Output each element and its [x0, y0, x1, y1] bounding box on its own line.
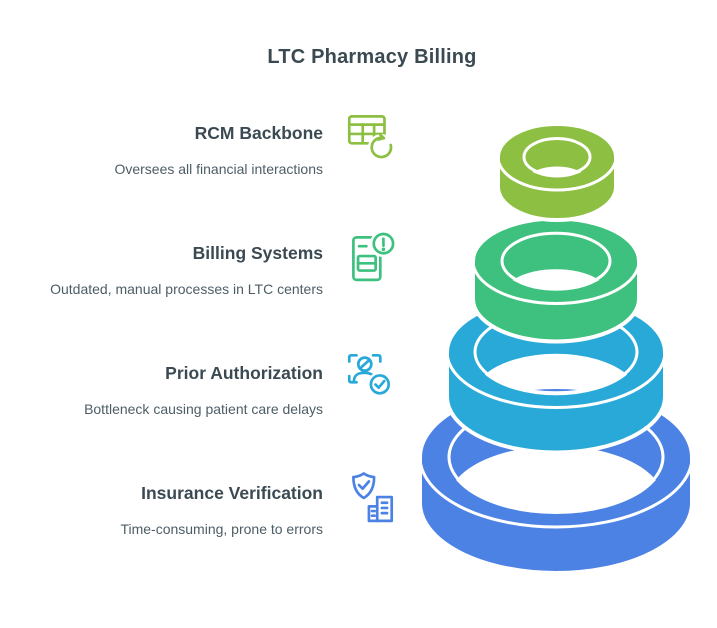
item-text: Prior Authorization Bottleneck causing p… — [13, 360, 323, 419]
person-scan-check-icon — [347, 353, 393, 397]
list-item-prior-authorization: Prior Authorization Bottleneck causing p… — [13, 353, 417, 419]
list-item-insurance-verification: Insurance Verification Time-consuming, p… — [13, 472, 417, 539]
item-heading: Billing Systems — [192, 243, 323, 263]
table-refresh-icon — [347, 115, 395, 161]
funnel-ring-rcm-backbone — [496, 122, 618, 222]
funnel-rings-chart — [418, 122, 694, 575]
list-item-billing-systems: Billing Systems Outdated, manual process… — [13, 230, 417, 299]
item-heading: RCM Backbone — [194, 123, 323, 143]
item-icon-wrap — [342, 466, 404, 529]
item-heading: Insurance Verification — [141, 483, 323, 503]
item-icon-wrap — [342, 106, 404, 169]
item-subtitle: Oversees all financial interactions — [114, 161, 323, 177]
item-subtitle: Outdated, manual processes in LTC center… — [50, 281, 323, 297]
item-icon-wrap — [342, 226, 404, 289]
item-text: Billing Systems Outdated, manual process… — [13, 240, 323, 299]
item-icon-wrap — [342, 346, 404, 409]
item-heading: Prior Authorization — [165, 363, 323, 383]
item-subtitle: Time-consuming, prone to errors — [120, 521, 323, 537]
item-subtitle: Bottleneck causing patient care delays — [84, 401, 323, 417]
billing-document-alert-icon — [352, 230, 397, 282]
item-text: RCM Backbone Oversees all financial inte… — [13, 120, 323, 179]
shield-check-building-icon — [352, 472, 395, 524]
item-text: Insurance Verification Time-consuming, p… — [13, 480, 323, 539]
icon-halo — [365, 493, 395, 524]
page-title: LTC Pharmacy Billing — [267, 46, 477, 68]
funnel-ring-billing-systems — [471, 216, 641, 344]
list-item-rcm-backbone: RCM Backbone Oversees all financial inte… — [13, 115, 417, 179]
